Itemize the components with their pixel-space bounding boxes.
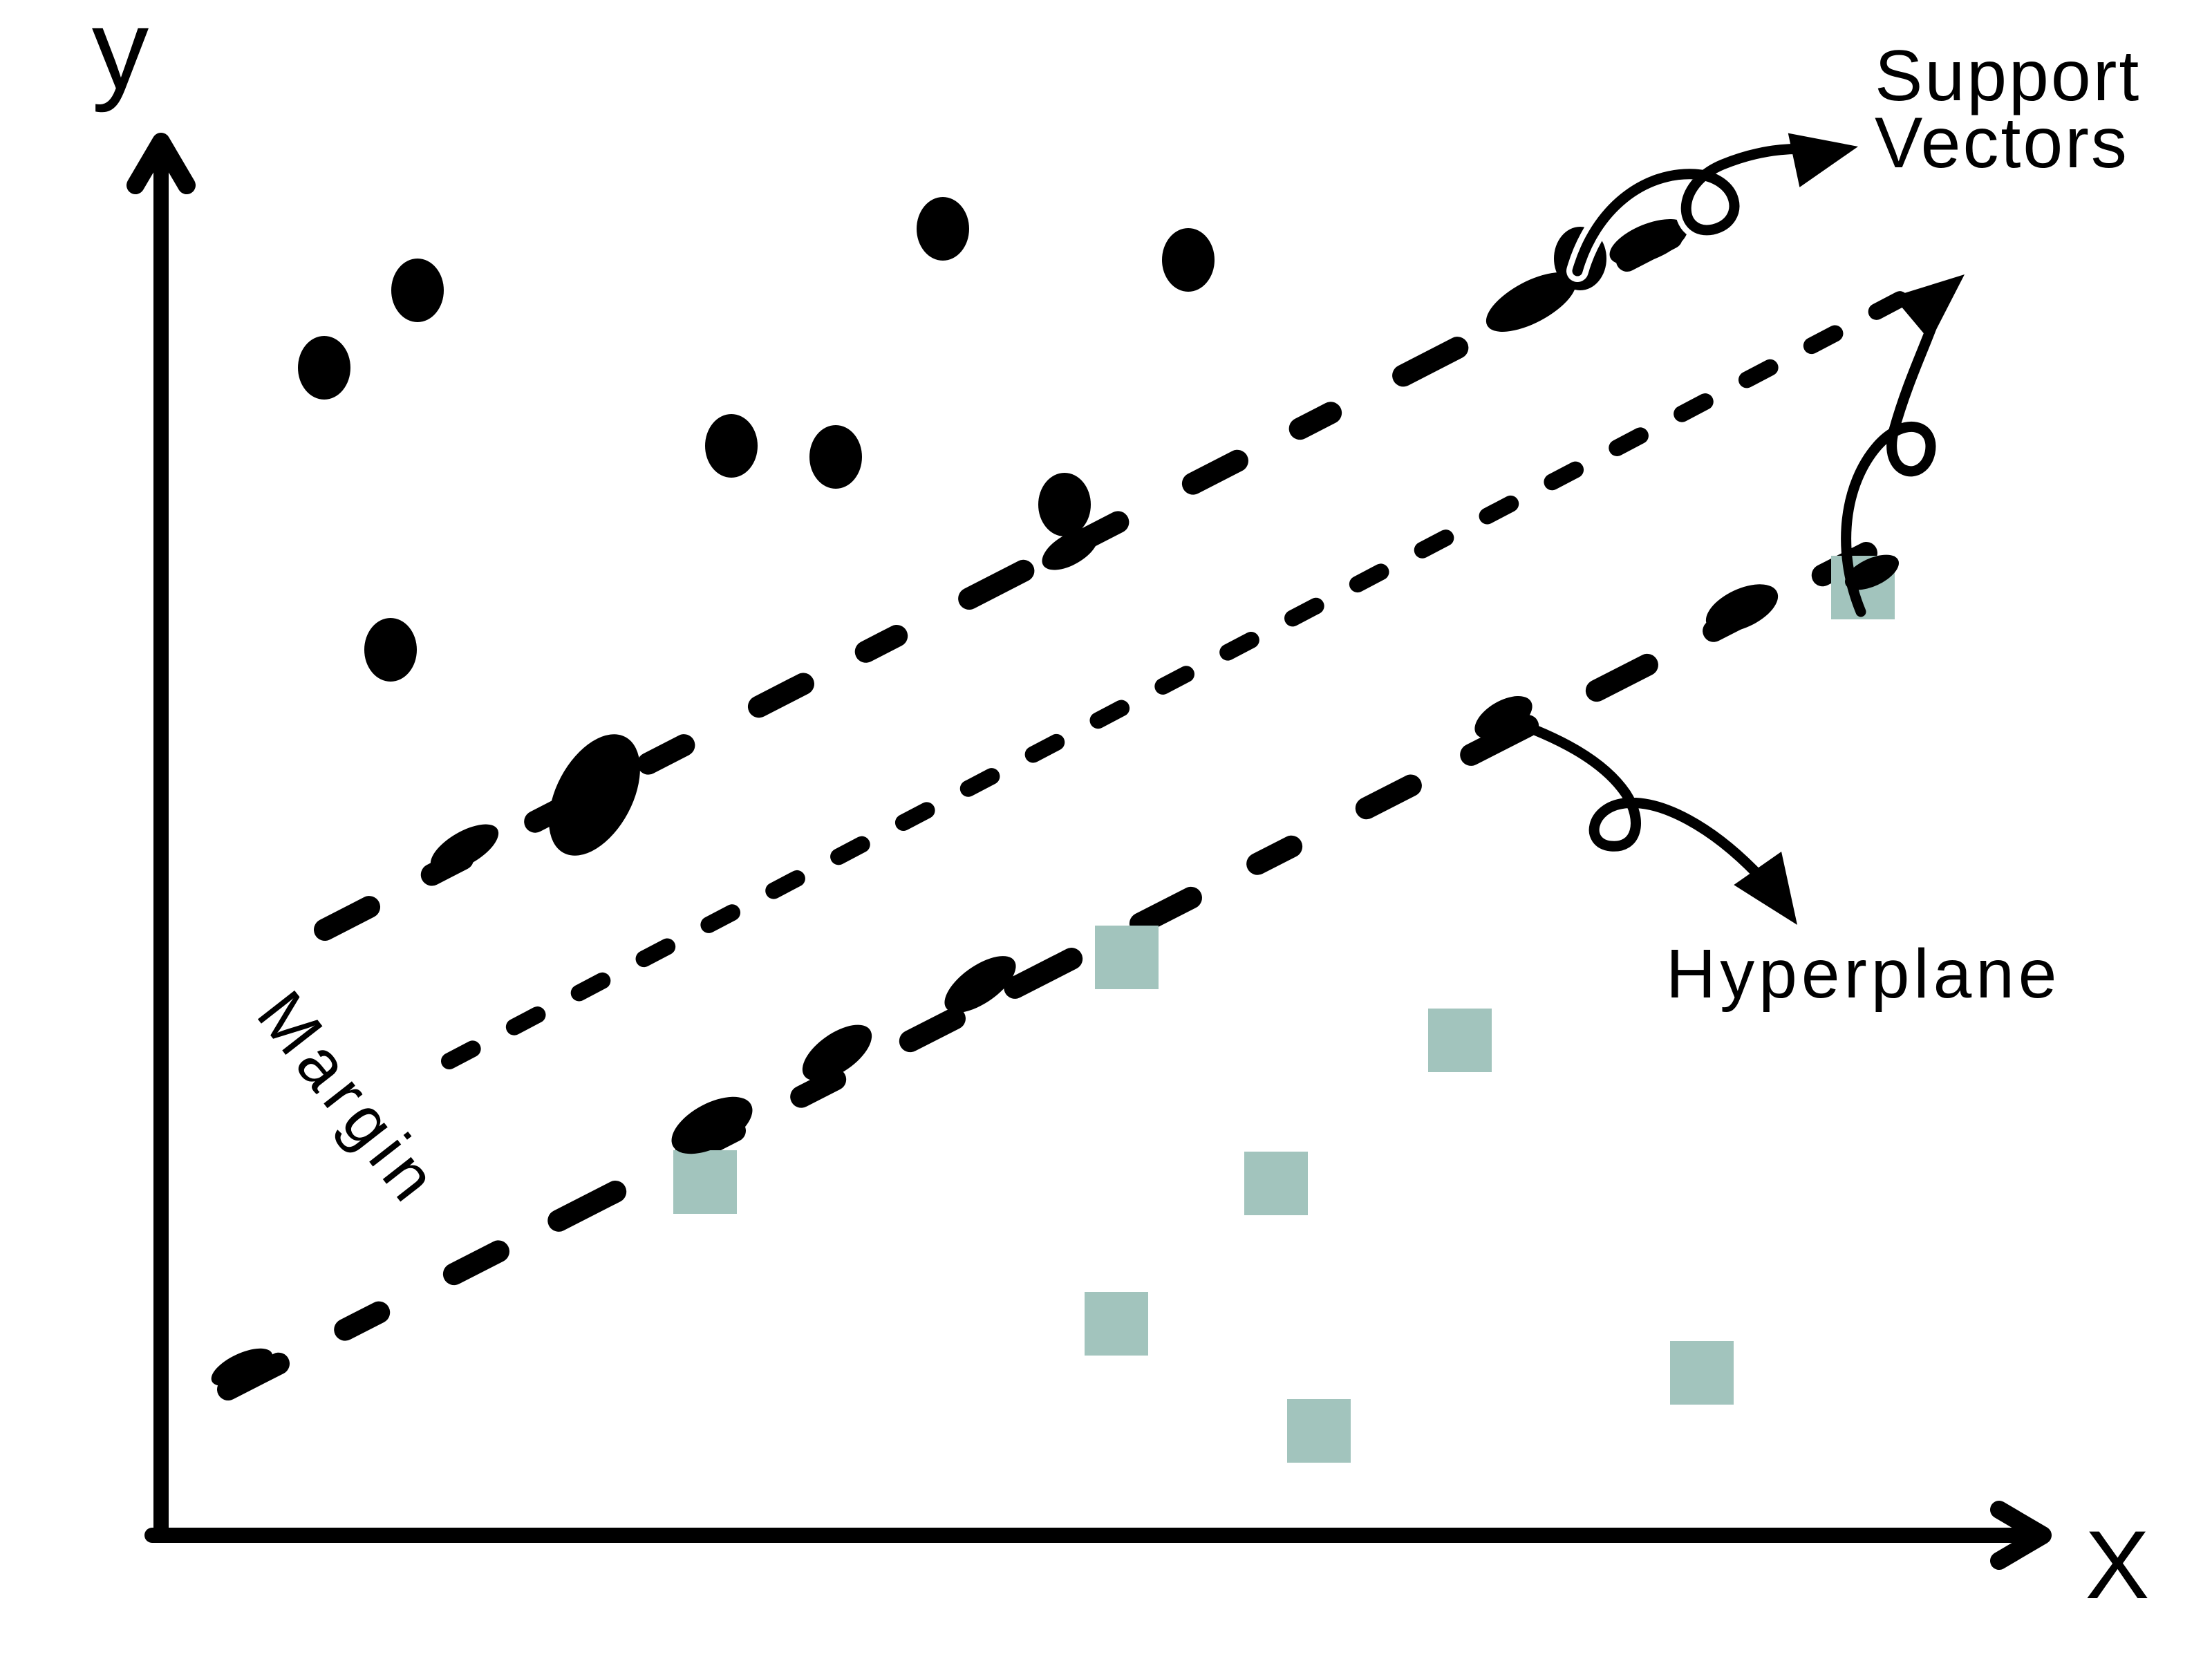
data-point-circle <box>1162 228 1215 292</box>
ink-dash <box>1705 584 1779 632</box>
ink-dash <box>671 1096 753 1154</box>
class-square-points <box>673 556 1895 1463</box>
data-point-circle <box>917 197 969 261</box>
hyperplane-label: Hyperplane <box>1666 935 2061 1013</box>
ink-dash <box>1042 529 1098 570</box>
separator-lines <box>217 214 1965 1400</box>
ink-dash <box>549 734 640 856</box>
support-vectors-arrowhead-icon <box>1788 133 1858 187</box>
class-circle-points <box>298 197 1606 682</box>
hyperplane-label-arrowhead-icon <box>1734 851 1797 925</box>
hyperplane-arrowhead-icon <box>1893 274 1965 341</box>
data-point-square <box>1095 926 1159 989</box>
margin-label: Margin <box>243 977 456 1219</box>
upper-margin-line <box>314 214 1708 941</box>
data-point-square <box>673 1150 737 1214</box>
x-axis-label: X <box>2085 1510 2149 1619</box>
ink-dash <box>1845 554 1899 590</box>
hyperplane-arrow <box>1500 713 1763 879</box>
data-point-circle <box>1038 473 1091 536</box>
data-point-square <box>1244 1152 1308 1215</box>
ink-dash <box>1609 219 1688 265</box>
axes <box>126 133 2052 1570</box>
y-axis-label: y <box>92 0 149 113</box>
data-point-circle <box>705 414 758 478</box>
data-point-circle <box>809 425 862 489</box>
ink-dash <box>1485 272 1577 332</box>
ink-dash <box>211 1348 273 1387</box>
annotation-arrows <box>1500 133 1942 925</box>
data-point-square <box>1085 1292 1148 1356</box>
y-axis-arrow-icon <box>126 133 196 194</box>
data-point-square <box>1670 1341 1734 1405</box>
support-vectors-arrow <box>1572 143 1837 276</box>
hyperplane-dotted-line <box>441 286 1918 1069</box>
support-vector-square-arrow <box>1841 307 1942 617</box>
ink-dash <box>802 1024 872 1081</box>
ink-dash <box>430 824 499 872</box>
ink-dash <box>944 956 1016 1013</box>
data-point-circle <box>364 618 417 682</box>
x-axis-arrow-icon <box>1990 1501 2052 1570</box>
data-point-square <box>1287 1399 1351 1463</box>
data-point-circle <box>391 259 444 322</box>
hand-drawn-ink-dashes <box>211 219 1899 1387</box>
support-vectors-label-line2: Vectors <box>1875 103 2129 183</box>
support-vectors-label-line1: Support <box>1875 36 2141 116</box>
data-point-square <box>1428 1009 1492 1072</box>
data-point-circle <box>298 336 350 400</box>
labels: y X Support Vectors Hyperplane Margin <box>92 0 2150 1619</box>
lower-margin-line <box>217 542 1877 1400</box>
